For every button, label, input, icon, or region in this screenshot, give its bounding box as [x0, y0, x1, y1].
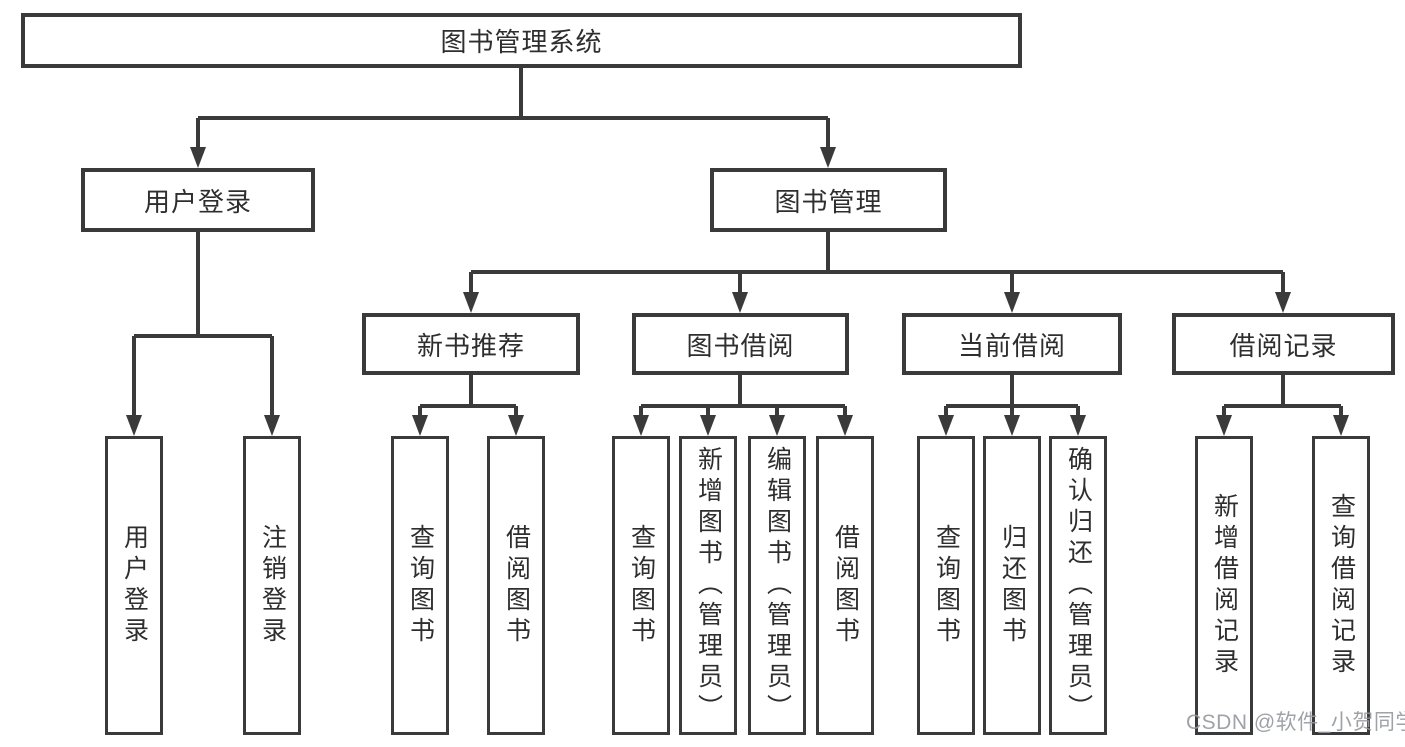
node-user-login: 用户登录	[81, 168, 315, 232]
node-borrow-books-1: 借阅图书	[487, 436, 545, 735]
arrowhead	[1004, 415, 1020, 436]
node-query-books-1: 查询图书	[391, 436, 449, 735]
node-book-management: 图书管理	[710, 168, 947, 232]
node-confirm-return-admin-label: 确认归还（管理员）	[1064, 446, 1093, 725]
node-query-books-2-label: 查询图书	[627, 523, 656, 648]
node-confirm-return-admin: 确认归还（管理员）	[1049, 436, 1107, 735]
node-new-book-recommend: 新书推荐	[362, 313, 580, 375]
arrowhead	[1070, 415, 1086, 436]
node-borrow-books-2: 借阅图书	[816, 436, 874, 735]
arrowhead	[938, 415, 954, 436]
node-query-books-3: 查询图书	[917, 436, 975, 735]
csdn-watermark: CSDN @软件_小贺同学	[1186, 711, 1405, 734]
node-edit-books-admin: 编辑图书（管理员）	[748, 436, 806, 735]
arrowhead	[264, 415, 280, 436]
arrowhead	[1004, 292, 1020, 313]
arrowhead	[1216, 415, 1232, 436]
arrowhead	[1275, 292, 1291, 313]
arrowhead	[769, 415, 785, 436]
arrowhead	[126, 415, 142, 436]
arrowhead	[700, 415, 716, 436]
node-logout: 注销登录	[243, 436, 301, 735]
node-add-borrow-record: 新增借阅记录	[1195, 436, 1253, 735]
arrowhead	[463, 292, 479, 313]
arrowhead	[732, 292, 748, 313]
node-current-borrowing: 当前借阅	[902, 313, 1122, 375]
arrowhead	[837, 415, 853, 436]
node-user-login-label: 用户登录	[143, 186, 252, 217]
arrowhead	[820, 147, 836, 168]
node-query-borrow-record-label: 查询借阅记录	[1327, 492, 1356, 679]
arrowhead	[633, 415, 649, 436]
node-query-books-3-label: 查询图书	[932, 523, 961, 648]
arrowhead	[190, 147, 206, 168]
node-borrow-books-2-label: 借阅图书	[831, 523, 860, 648]
node-library-system-label: 图书管理系统	[440, 27, 603, 57]
node-book-borrowing: 图书借阅	[632, 313, 849, 375]
node-borrow-books-1-label: 借阅图书	[502, 523, 531, 648]
node-user-login-leaf-label: 用户登录	[120, 523, 149, 648]
node-borrowing-records-label: 借阅记录	[1229, 330, 1338, 361]
node-current-borrowing-label: 当前借阅	[957, 330, 1066, 361]
node-add-borrow-record-label: 新增借阅记录	[1210, 492, 1239, 679]
node-new-book-recommend-label: 新书推荐	[416, 330, 525, 361]
node-book-borrowing-label: 图书借阅	[686, 330, 795, 361]
node-query-books-2: 查询图书	[612, 436, 670, 735]
node-return-books: 归还图书	[983, 436, 1041, 735]
tree-edges	[132, 68, 1343, 418]
node-add-books-admin-label: 新增图书（管理员）	[694, 446, 723, 725]
node-add-books-admin: 新增图书（管理员）	[679, 436, 737, 735]
arrowhead	[508, 415, 524, 436]
node-user-login-leaf: 用户登录	[105, 436, 163, 735]
arrowhead	[412, 415, 428, 436]
node-logout-label: 注销登录	[258, 523, 287, 648]
arrowhead	[1333, 415, 1349, 436]
node-edit-books-admin-label: 编辑图书（管理员）	[763, 446, 792, 725]
node-query-books-1-label: 查询图书	[406, 523, 435, 648]
node-library-system: 图书管理系统	[21, 13, 1022, 68]
node-book-management-label: 图书管理	[774, 186, 883, 217]
node-return-books-label: 归还图书	[998, 523, 1027, 648]
node-borrowing-records: 借阅记录	[1172, 313, 1395, 375]
node-query-borrow-record: 查询借阅记录	[1312, 436, 1370, 735]
